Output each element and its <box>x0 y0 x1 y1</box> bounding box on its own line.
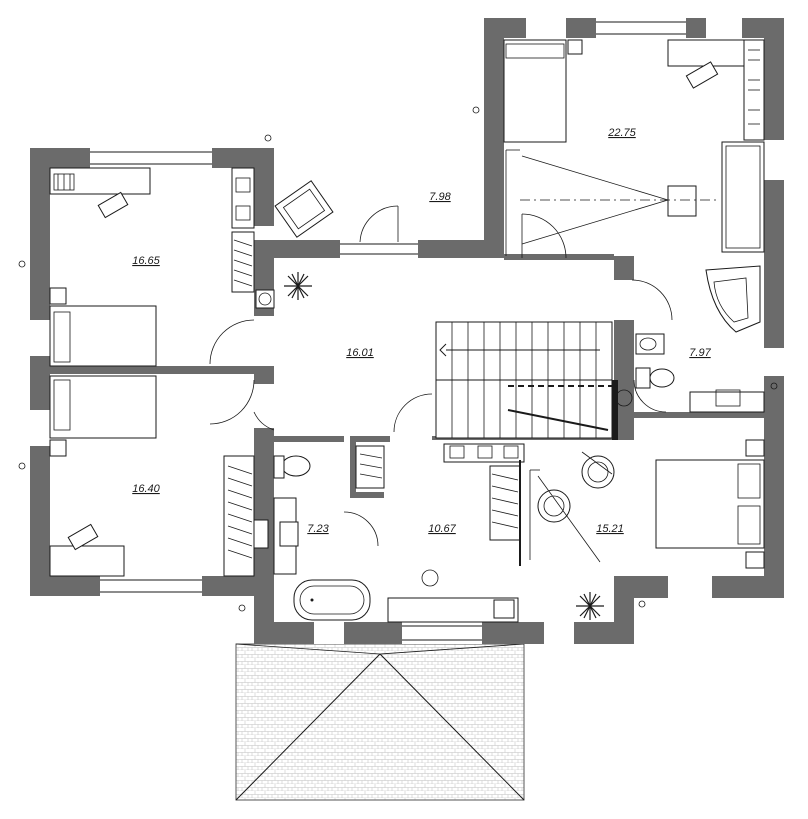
room-area-bathroom-south: 7.23 <box>307 523 329 535</box>
plant-icon <box>284 272 312 300</box>
balcony-furniture <box>264 106 480 238</box>
room-area-bedroom-north-west: 16.65 <box>132 255 160 267</box>
plant-icon <box>576 592 604 620</box>
room-area-balcony-north: 7.98 <box>429 191 451 203</box>
hall-furniture <box>284 272 312 300</box>
room-area-hall-central: 16.01 <box>346 347 374 359</box>
south-bathroom-furniture <box>273 445 385 621</box>
dressing-room-furniture <box>387 443 525 623</box>
room-area-bathroom-east: 7.97 <box>689 347 711 359</box>
room-area-bedroom-north-east: 22.75 <box>607 127 636 139</box>
exterior-walls <box>30 18 784 644</box>
east-bathroom-furniture <box>615 265 778 413</box>
area-labels: 22.75 7.98 16.65 16.01 7.97 16.40 7.23 1… <box>132 127 711 535</box>
doors <box>209 205 673 547</box>
room-area-bedroom-south-west: 16.40 <box>132 483 160 495</box>
ne-bedroom-furniture <box>503 39 765 256</box>
staircase <box>435 321 618 440</box>
nw-bedroom-furniture <box>49 167 275 367</box>
windows <box>30 18 784 644</box>
sw-bedroom-furniture <box>18 260 269 612</box>
room-area-bedroom-south-east: 15.21 <box>596 523 624 535</box>
porch-roof <box>235 643 525 801</box>
room-area-dressing-room: 10.67 <box>428 523 456 535</box>
se-bedroom-furniture <box>529 439 765 620</box>
